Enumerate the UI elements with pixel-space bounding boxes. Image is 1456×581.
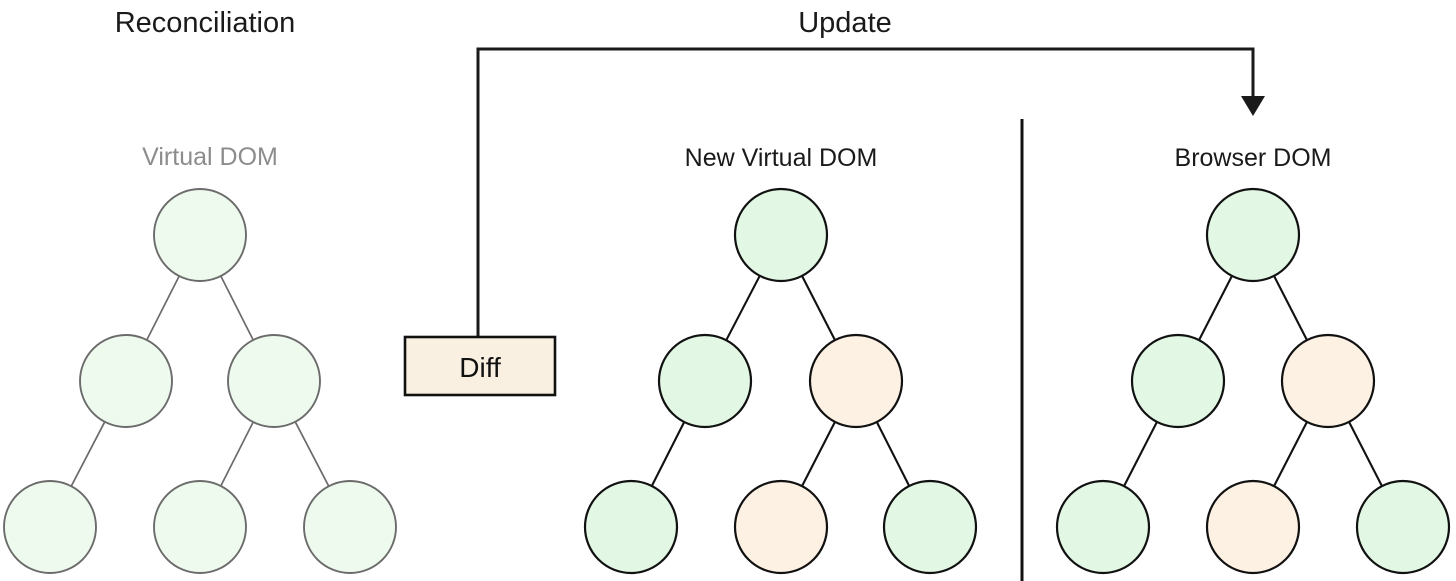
tree-edge (650, 421, 686, 487)
tree-node-l1[interactable] (1130, 333, 1226, 429)
section-title-reconciliation: Reconciliation (115, 7, 296, 39)
tree-node-l2[interactable] (808, 333, 904, 429)
tree-node-l2[interactable] (1280, 333, 1376, 429)
tree-edge (220, 275, 254, 341)
diff-box-label: Diff (459, 352, 501, 383)
tree-edge (725, 275, 761, 341)
tree-node-leaf3[interactable] (882, 479, 978, 575)
tree-edge (1273, 421, 1308, 487)
tree-edge (146, 275, 180, 341)
tree-label-browser-dom: Browser DOM (1175, 144, 1332, 172)
tree-node-leaf2[interactable] (1205, 479, 1301, 575)
update-flow-arrow-group (476, 47, 1265, 395)
tree-node-leaf3[interactable] (303, 480, 397, 574)
tree-edge (294, 421, 330, 487)
tree-edge (801, 275, 836, 341)
tree-edge (801, 421, 836, 487)
tree-new-virtual-dom: New Virtual DOM (583, 144, 978, 575)
titles-group: Reconciliation Update (115, 7, 892, 39)
tree-browser-dom: Browser DOM (1055, 144, 1451, 575)
tree-node-leaf1[interactable] (1055, 479, 1151, 575)
section-title-update: Update (798, 7, 892, 39)
trees-group: Virtual DOM New Virtual DOM Browser DOM (3, 143, 1451, 575)
tree-edge (1123, 421, 1158, 487)
update-flow-arrow-line (476, 47, 1255, 395)
tree-node-l2[interactable] (227, 334, 321, 428)
tree-node-root[interactable] (153, 188, 247, 282)
diff-box-rect[interactable] (403, 335, 557, 397)
tree-edge (875, 421, 911, 487)
tree-node-leaf1[interactable] (3, 480, 97, 574)
tree-edge (1198, 275, 1233, 341)
tree-label-virtual-dom: Virtual DOM (142, 143, 278, 171)
tree-edge (1273, 275, 1308, 341)
update-flow-arrow-head-icon (1241, 96, 1265, 116)
tree-edge (220, 421, 254, 487)
tree-node-leaf2[interactable] (733, 479, 829, 575)
tree-virtual-dom: Virtual DOM (3, 143, 397, 574)
tree-node-l1[interactable] (79, 334, 173, 428)
tree-node-root[interactable] (733, 187, 829, 283)
tree-edge (1348, 421, 1383, 487)
tree-label-new-virtual-dom: New Virtual DOM (685, 144, 878, 172)
tree-node-l1[interactable] (657, 333, 753, 429)
diff-box[interactable]: Diff (403, 335, 557, 397)
tree-node-root[interactable] (1205, 187, 1301, 283)
tree-node-leaf3[interactable] (1355, 479, 1451, 575)
tree-node-leaf2[interactable] (153, 480, 247, 574)
tree-edge (70, 421, 106, 487)
tree-node-leaf1[interactable] (583, 479, 679, 575)
